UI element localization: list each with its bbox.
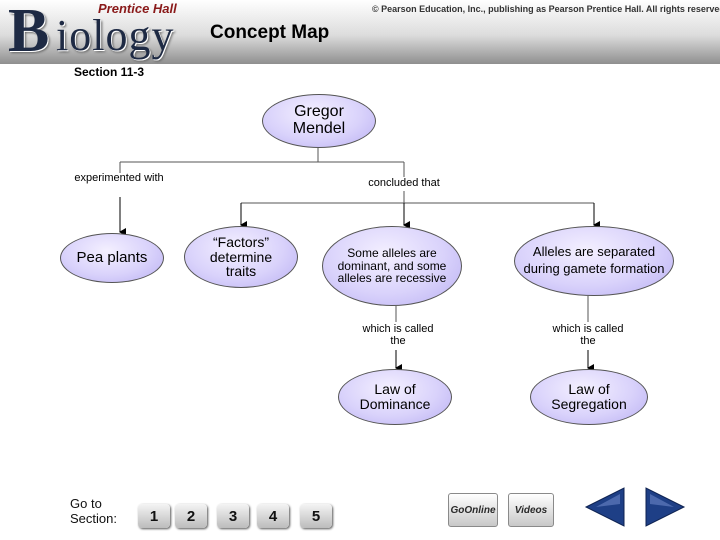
section-button-1[interactable]: 1 [138, 504, 170, 528]
node-alleles-separated: Alleles are separated during gamete form… [514, 226, 674, 296]
arrow-right-icon[interactable] [640, 482, 690, 532]
logo-word: iology [56, 11, 175, 60]
copyright-notice: © Pearson Education, Inc., publishing as… [372, 4, 720, 14]
node-gregor-mendel: Gregor Mendel [262, 94, 376, 148]
node-law-of-dominance: Law of Dominance [338, 369, 452, 425]
link-called-the-segregation: which is called the [552, 323, 624, 347]
node-factors-determine-traits: “Factors” determine traits [184, 226, 298, 288]
section-button-4[interactable]: 4 [257, 504, 289, 528]
page-title: Concept Map [210, 22, 330, 43]
section-button-2[interactable]: 2 [175, 504, 207, 528]
link-experimented-with: experimented with [74, 172, 164, 184]
logo-publisher: Prentice Hall [98, 1, 177, 16]
node-dominant-recessive: Some alleles are dominant, and some alle… [322, 226, 462, 306]
go-online-button[interactable]: GoOnline [448, 493, 498, 527]
biology-logo: B iology Prentice Hall [8, 0, 188, 65]
section-button-3[interactable]: 3 [217, 504, 249, 528]
link-concluded-that: concluded that [368, 177, 440, 189]
videos-button[interactable]: Videos [508, 493, 554, 527]
logo-initial: B [8, 0, 50, 65]
header-band [0, 0, 720, 64]
section-button-5[interactable]: 5 [300, 504, 332, 528]
arrow-left-icon[interactable] [580, 482, 630, 532]
node-law-of-segregation: Law of Segregation [530, 369, 648, 425]
section-label: Section 11-3 [74, 65, 145, 79]
go-to-section-label: Go to Section: [70, 496, 117, 526]
node-pea-plants: Pea plants [60, 233, 164, 283]
link-called-the-dominance: which is called the [362, 323, 434, 347]
